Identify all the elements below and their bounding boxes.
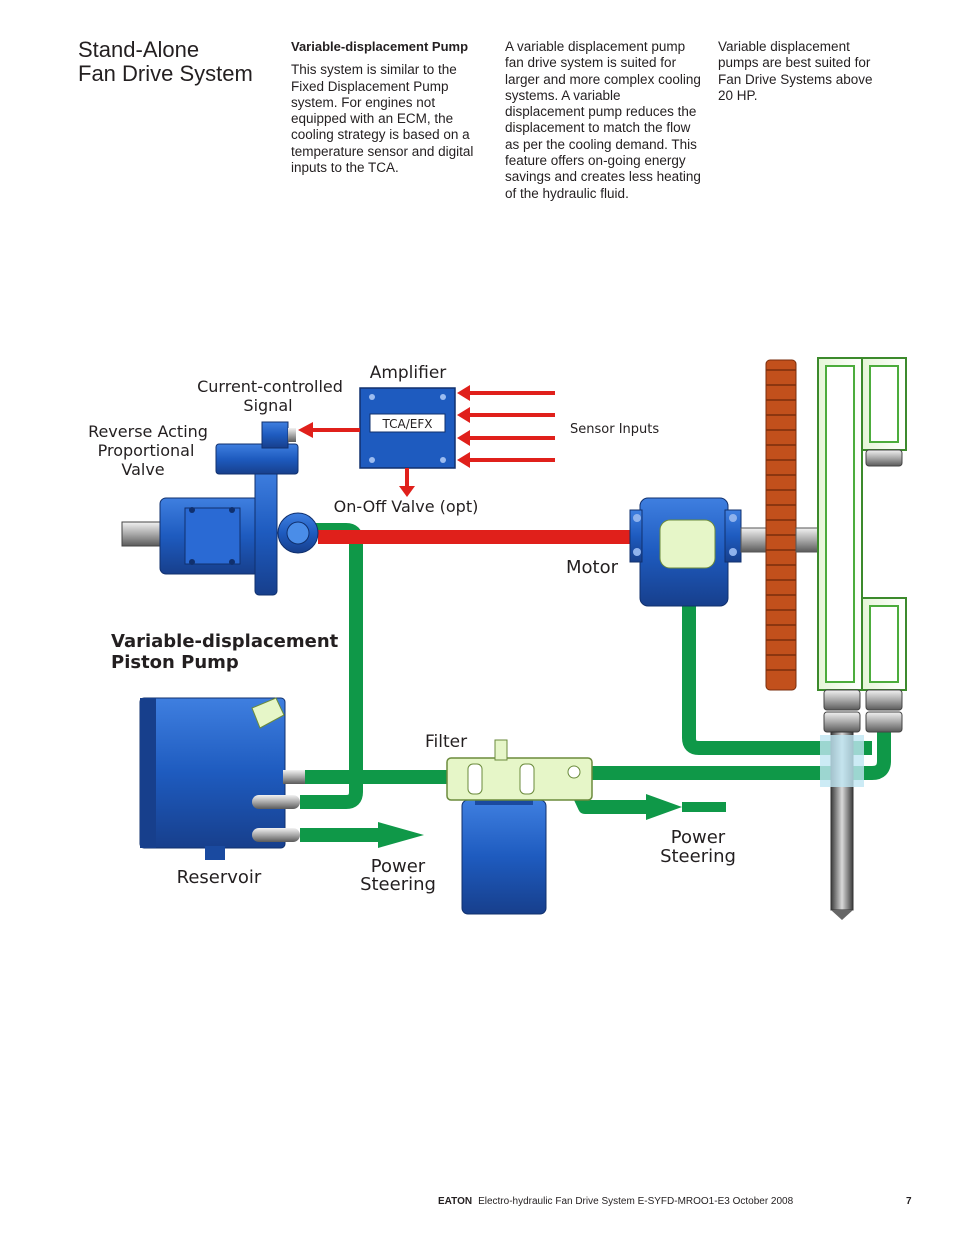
- reservoir-label: Reservoir: [177, 867, 262, 888]
- footer: EATON Electro-hydraulic Fan Drive System …: [438, 1196, 793, 1207]
- pump-label-1: Variable-displacement: [111, 631, 339, 652]
- valve-label-3: Valve: [121, 460, 164, 479]
- pressure-line: [318, 530, 661, 544]
- page-number: 7: [906, 1196, 912, 1207]
- column-2: A variable displacement pump fan drive s…: [505, 39, 701, 202]
- current-signal-label-1: Current-controlled: [197, 377, 343, 396]
- fan-drive-diagram: Amplifier TCA/EFX Sensor Inputs Current-…: [88, 357, 907, 920]
- column-2-text: A variable displacement pump fan drive s…: [505, 39, 701, 201]
- pump-label-2: Piston Pump: [111, 652, 239, 673]
- sensor-inputs-label: Sensor Inputs: [570, 422, 659, 437]
- fan: [765, 359, 819, 691]
- current-signal-arrow: [298, 422, 313, 438]
- onoff-label: On-Off Valve (opt): [334, 497, 479, 516]
- onoff-line: [405, 468, 409, 486]
- title-line-2: Fan Drive System: [78, 61, 253, 86]
- pump-return-line: [300, 523, 363, 809]
- footer-text: Electro-hydraulic Fan Drive System E-SYF…: [478, 1196, 794, 1207]
- filter-to-cooler-line: [588, 725, 891, 780]
- column-1-heading: Variable-displacement Pump: [291, 39, 469, 54]
- motor: [629, 497, 772, 607]
- piston-pump: [121, 421, 319, 596]
- valve-label-2: Proportional: [98, 441, 195, 460]
- column-3-text: Variable displacement pumps are best sui…: [718, 39, 873, 103]
- tca-label: TCA/EFX: [382, 417, 433, 431]
- amplifier-label: Amplifier: [370, 363, 447, 383]
- column-1-text: This system is similar to the Fixed Disp…: [291, 62, 474, 176]
- motor-return-line: [682, 602, 872, 755]
- ps-return-arrow: [646, 794, 682, 820]
- current-signal-line: [313, 428, 360, 432]
- reservoir: [139, 697, 305, 860]
- column-3: Variable displacement pumps are best sui…: [718, 39, 888, 104]
- footer-brand: EATON: [438, 1196, 473, 1207]
- ps-left-label-2: Steering: [360, 874, 436, 895]
- sensor-input-arrows: [457, 385, 555, 468]
- return-lines: [300, 523, 891, 842]
- ps-supply-arrow: [378, 822, 424, 848]
- current-signal-label-2: Signal: [243, 396, 292, 415]
- filter-label: Filter: [425, 732, 467, 752]
- motor-label: Motor: [566, 557, 619, 578]
- column-1: Variable-displacement Pump This system i…: [291, 39, 491, 176]
- ps-return-arrow-tail: [682, 802, 726, 812]
- cooler: [817, 357, 907, 920]
- ps-left-label-1: Power: [371, 856, 426, 877]
- ps-right-label-1: Power: [671, 827, 726, 848]
- onoff-arrow: [399, 486, 415, 497]
- ps-right-label-2: Steering: [660, 846, 736, 867]
- valve-label-1: Reverse Acting: [88, 422, 208, 441]
- title-line-1: Stand-Alone: [78, 37, 200, 62]
- page-title: Stand-Alone Fan Drive System: [78, 38, 253, 86]
- filter: [446, 739, 593, 915]
